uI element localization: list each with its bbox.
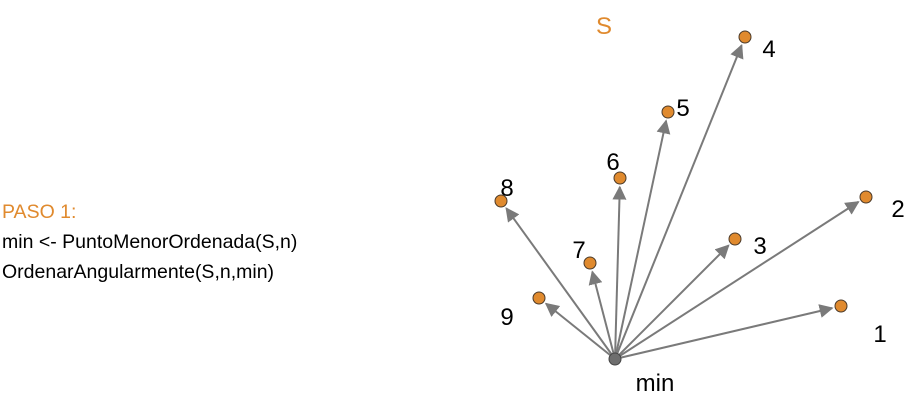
arrow-to-point-8 — [505, 207, 616, 360]
arrow-to-point-3 — [614, 244, 730, 360]
point-label-7: 7 — [572, 237, 585, 264]
point-9 — [532, 291, 546, 305]
labels-layer: 1 2 3 4 5 6 7 8 9 min — [500, 36, 904, 397]
arrow-to-point-6 — [612, 185, 627, 360]
code-line-find-min: min <- PuntoMenorOrdenada(S,n) — [2, 231, 298, 253]
point-label-9: 9 — [500, 304, 513, 331]
point-4 — [738, 30, 752, 44]
point-2 — [859, 190, 873, 204]
point-8 — [494, 194, 508, 208]
set-title: S — [596, 13, 612, 40]
arrow-to-point-1 — [614, 304, 834, 360]
point-label-5: 5 — [676, 95, 689, 122]
arrows-layer — [505, 44, 860, 360]
point-label-6: 6 — [606, 149, 619, 176]
step-title: PASO 1: — [2, 201, 77, 223]
point-3 — [728, 232, 742, 246]
code-line-sort-angular: OrdenarAngularmente(S,n,min) — [2, 261, 275, 283]
origin-point-min — [608, 352, 622, 366]
arrow-to-point-2 — [614, 201, 860, 360]
arrow-to-point-5 — [614, 119, 671, 360]
origin-label: min — [636, 370, 675, 397]
point-1 — [834, 299, 848, 313]
point-label-3: 3 — [753, 233, 766, 260]
point-5 — [661, 105, 675, 119]
arrow-to-point-4 — [614, 44, 744, 360]
arrow-to-point-7 — [588, 270, 616, 360]
arrow-to-point-9 — [544, 302, 616, 360]
points-layer — [494, 30, 873, 366]
point-label-1: 1 — [873, 321, 886, 348]
point-label-4: 4 — [762, 36, 775, 63]
point-label-2: 2 — [891, 196, 904, 223]
point-6 — [613, 171, 627, 185]
point-label-8: 8 — [500, 175, 513, 202]
algorithm-panel: PASO 1: min <- PuntoMenorOrdenada(S,n) O… — [2, 197, 297, 287]
point-7 — [583, 256, 597, 270]
